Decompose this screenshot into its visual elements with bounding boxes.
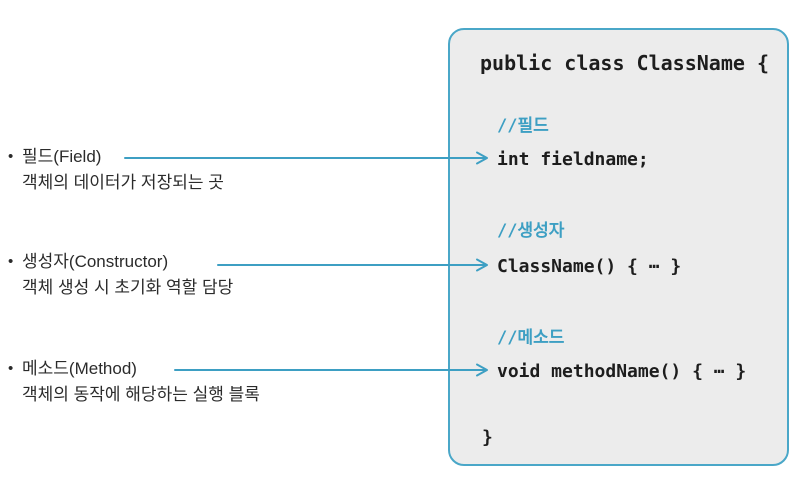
legend-term-method: 메소드(Method) — [22, 359, 137, 378]
code-class-declaration: public class ClassName { — [480, 51, 769, 75]
class-definition-box: public class ClassName { //필드 int fieldn… — [448, 28, 789, 466]
code-field-declaration: int fieldname; — [497, 149, 649, 170]
code-comment-method: //메소드 — [497, 328, 565, 348]
legend-item-method: • 메소드(Method) 객체의 동작에 해당하는 실행 블록 — [8, 356, 260, 408]
legend-desc-method: 객체의 동작에 해당하는 실행 블록 — [22, 385, 260, 404]
legend-desc-constructor: 객체 생성 시 초기화 역할 담당 — [22, 278, 234, 297]
legend-item-field: • 필드(Field) 객체의 데이터가 저장되는 곳 — [8, 144, 224, 196]
code-comment-constructor: //생성자 — [497, 221, 565, 241]
legend-term-field: 필드(Field) — [22, 147, 102, 166]
legend-item-constructor: • 생성자(Constructor) 객체 생성 시 초기화 역할 담당 — [8, 249, 233, 301]
legend-desc-field: 객체의 데이터가 저장되는 곳 — [22, 173, 224, 192]
code-constructor-declaration: ClassName() { ⋯ } — [497, 256, 682, 277]
bullet-icon: • — [8, 148, 14, 165]
code-closing-brace: } — [482, 427, 493, 448]
code-method-declaration: void methodName() { ⋯ } — [497, 361, 747, 382]
code-comment-field: //필드 — [497, 116, 549, 136]
arrow-constructor-to-code — [217, 258, 488, 272]
legend-term-constructor: 생성자(Constructor) — [22, 252, 169, 271]
bullet-icon: • — [8, 360, 14, 377]
bullet-icon: • — [8, 253, 14, 270]
